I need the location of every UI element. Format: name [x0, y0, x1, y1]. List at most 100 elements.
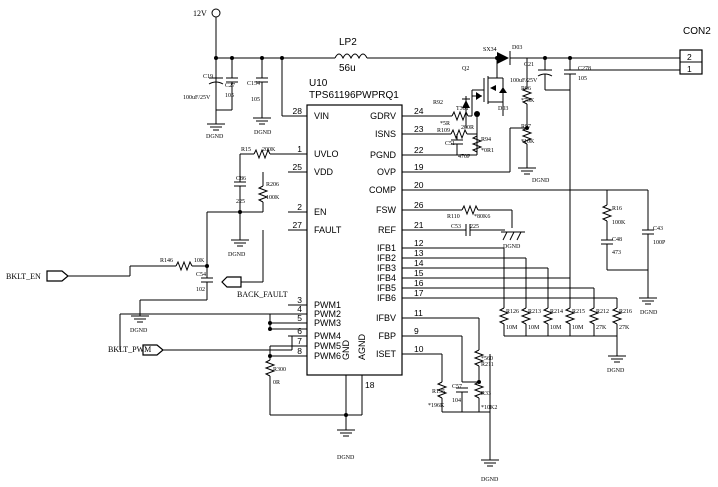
pin-number: 12 — [414, 238, 424, 248]
pin-label: PWM2 — [314, 309, 341, 319]
d03-part: SX34 — [483, 47, 497, 53]
resistor-value: 10M — [572, 325, 584, 331]
pin-number: 22 — [414, 145, 424, 155]
capacitor-c19: C19 100uF/25V — [183, 58, 224, 120]
pin-label: IFB5 — [377, 283, 396, 293]
capacitor-c57: C57 104 — [452, 384, 468, 412]
bklt-en-label: BKLT_EN — [6, 272, 41, 281]
r110-ref: R110 — [447, 214, 460, 220]
d03-ref: D03 — [512, 45, 522, 51]
pin-number: 2 — [297, 202, 302, 212]
c54-value: 102 — [196, 287, 205, 293]
resistor-r211: R211 *560 — [473, 349, 494, 382]
r206-ref: R206 — [266, 182, 279, 188]
pin-label: PGND — [370, 150, 397, 160]
pin-number: 13 — [414, 248, 424, 258]
resistor-r135: R135 *196K — [428, 381, 448, 412]
label-12v: 12V — [193, 9, 207, 18]
r92-value: *5R — [440, 121, 450, 127]
gnd-label-c54: DGND — [130, 328, 148, 334]
capacitor-c278: C278 105 — [564, 58, 591, 300]
port-bklt-pwm[interactable]: BKLT_PWM — [108, 344, 164, 356]
ground-dgnd-iset: DGND — [481, 459, 499, 483]
connector-con2: 2 1 CON2 — [570, 26, 711, 75]
pin-label: IFB2 — [377, 253, 396, 263]
r92-ref: R92 — [433, 100, 443, 106]
con2-pin1: 1 — [687, 64, 692, 74]
resistor-r212: R212 27K — [588, 307, 609, 336]
r300-value: 0R — [273, 380, 280, 386]
gnd-label-1: DGND — [206, 134, 224, 140]
ic-u10: U10 TPS61196PWPRQ1 — [306, 78, 403, 376]
pin-number: 11 — [414, 308, 423, 318]
ifb-wires — [420, 247, 618, 308]
resistor-r110: R110 *80K6 — [402, 204, 513, 228]
pin-label: IFBV — [376, 313, 396, 323]
r94-ref: R94 — [481, 137, 491, 143]
pin-number: 5 — [297, 313, 302, 323]
resistor-ref: R213 — [528, 309, 541, 315]
c53-value: 225 — [470, 224, 479, 230]
r146-value: 10K — [194, 258, 205, 264]
ground-dgnd-ovp: DGND — [518, 167, 550, 184]
r300-ref: R300 — [273, 367, 286, 373]
pin-number: 9 — [414, 326, 419, 336]
r146-ref: R146 — [160, 258, 173, 264]
resistor-r15: R15 200K — [240, 147, 288, 160]
pin-number: 7 — [297, 336, 302, 346]
pin-number: 17 — [414, 288, 424, 298]
c86-ref: C86 — [236, 176, 246, 182]
r211-ref: R211 — [481, 362, 494, 368]
t301-ref: T301 — [456, 106, 469, 112]
pin-number: 10 — [414, 344, 424, 354]
resistor-r94: R94 *0R1 — [471, 135, 494, 154]
gnd-label-2: DGND — [254, 130, 272, 136]
c57-ref: C57 — [452, 384, 462, 390]
ground-dgnd-1: DGND — [206, 120, 225, 140]
resistor-r146: R146 10K — [130, 258, 207, 272]
resistor-r97: R97 *10K — [521, 124, 535, 168]
capacitor-c43: C43 100P — [642, 190, 666, 298]
ground-dgnd-en: DGND — [228, 239, 249, 258]
pin-label: OVP — [377, 167, 396, 177]
capacitor-c53: C53 225 — [402, 224, 505, 236]
resistor-value: 10M — [528, 325, 540, 331]
resistor-r16: R16 100K — [601, 204, 626, 240]
resistor-value: 27K — [596, 325, 607, 331]
pin-number: 18 — [365, 380, 375, 390]
resistor-ref: R212 — [596, 309, 609, 315]
ic-right-pins: 24GDRV23ISNS22PGND19OVP20COMP26FSW21REF1… — [369, 106, 424, 359]
resistor-value: 10M — [506, 325, 518, 331]
pin-label: IFB3 — [377, 263, 396, 273]
ic-pin-gnd: GND — [341, 340, 351, 361]
pin-label: IFB4 — [377, 273, 396, 283]
pin-label: GND — [341, 340, 351, 361]
capacitor-c54: C54 102 — [196, 266, 213, 300]
port-bklt-en[interactable]: BKLT_EN — [6, 270, 69, 282]
ifb-resistor-bank: R12610MR21310MR21410MR21510MR21227KR2162… — [498, 307, 632, 336]
back-fault-label: BACK_FAULT — [237, 290, 288, 299]
capacitor-c21: C21 100uF/25V — [510, 58, 570, 91]
c21-value: 100uF/25V — [510, 78, 538, 84]
lp2-ref: LP2 — [339, 37, 357, 48]
ground-dgnd-ifb: DGND — [607, 355, 626, 374]
resistor-r33: R33 *10K2 — [473, 381, 497, 412]
resistor-ref: R126 — [506, 309, 519, 315]
gnd-label-en: DGND — [228, 252, 246, 258]
u10-part: TPS61196PWPRQ1 — [309, 90, 399, 101]
port-back-fault[interactable]: BACK_FAULT — [221, 276, 288, 299]
pin-label: IFB6 — [377, 293, 396, 303]
ground-dgnd-2: DGND — [253, 117, 272, 136]
